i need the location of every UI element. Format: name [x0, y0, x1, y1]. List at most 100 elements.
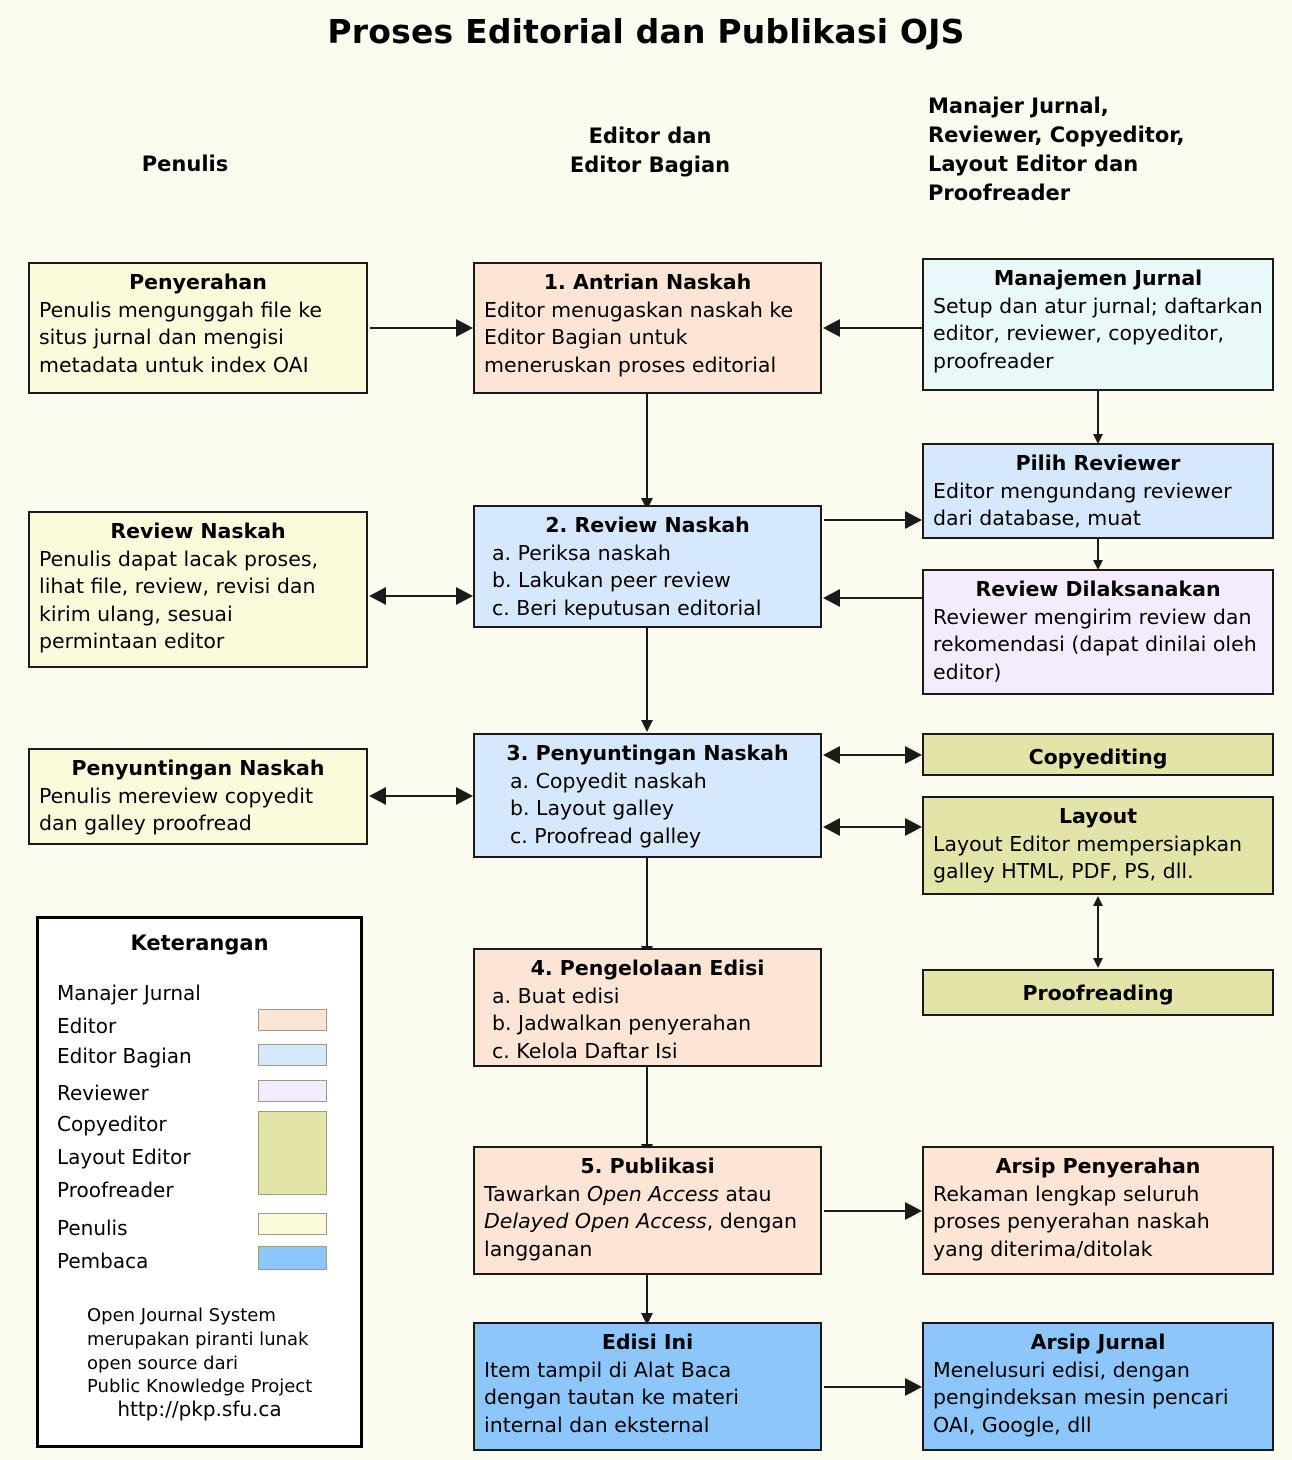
- box-publikasi-body: Tawarkan Open Access atau Delayed Open A…: [484, 1181, 811, 1264]
- arrowhead-left: [369, 587, 386, 605]
- publikasi-body-post: , dengan langganan: [484, 1209, 797, 1261]
- arrow-review-dilaksanakan-to-review: [840, 597, 922, 599]
- arrow-manajemen-to-pilih-reviewer: [1097, 391, 1099, 437]
- arrow-penyuntingan-penulis-bidirectional: [386, 795, 458, 797]
- arrowhead-right: [905, 1378, 922, 1396]
- box-review-naskah-item-c: c. Beri keputusan editorial: [492, 595, 762, 620]
- arrowhead-right: [905, 746, 922, 764]
- box-copyediting[interactable]: Copyediting: [922, 733, 1274, 776]
- box-antrian-naskah[interactable]: 1. Antrian Naskah Editor menugaskan nask…: [473, 262, 822, 394]
- box-pengelolaan-edisi[interactable]: 4. Pengelolaan Edisi a. Buat edisi b. Ja…: [473, 948, 822, 1067]
- legend-row-reviewer: Reviewer: [57, 1081, 149, 1105]
- legend-row-manajer-jurnal: Manajer Jurnal: [57, 981, 201, 1005]
- box-review-naskah-item-a: a. Periksa naskah: [492, 540, 671, 565]
- legend-row-pembaca: Pembaca: [57, 1249, 149, 1273]
- box-copyediting-title: Copyediting: [1028, 745, 1168, 769]
- box-proofreading-title: Proofreading: [1022, 981, 1174, 1005]
- arrow-review-penulis-bidirectional: [386, 595, 458, 597]
- box-antrian-naskah-body: Editor menugaskan naskah ke Editor Bagia…: [484, 297, 794, 377]
- arrow-publikasi-to-edisi-ini: [646, 1275, 648, 1317]
- box-review-naskah-title: 2. Review Naskah: [545, 513, 750, 537]
- arrowhead-down: [1093, 560, 1103, 570]
- arrow-publikasi-to-arsip-penyerahan: [824, 1210, 906, 1212]
- box-review-dilaksanakan[interactable]: Review Dilaksanakan Reviewer mengirim re…: [922, 569, 1274, 695]
- box-review-naskah-penulis-body: Penulis dapat lacak proses, lihat file, …: [39, 546, 319, 654]
- box-edisi-ini-body: Item tampil di Alat Baca dengan tautan k…: [484, 1357, 739, 1437]
- column-header-manajer: Manajer Jurnal, Reviewer, Copyeditor, La…: [928, 92, 1288, 208]
- box-review-naskah[interactable]: 2. Review Naskah a. Periksa naskah b. La…: [473, 505, 822, 628]
- arrowhead-right: [905, 1202, 922, 1220]
- box-pilih-reviewer[interactable]: Pilih Reviewer Editor mengundang reviewe…: [922, 443, 1274, 539]
- box-edisi-ini[interactable]: Edisi Ini Item tampil di Alat Baca denga…: [473, 1322, 822, 1451]
- column-header-manajer-line4: Proofreader: [928, 180, 1071, 205]
- arrowhead-down: [641, 720, 653, 732]
- box-arsip-penyerahan-body: Rekaman lengkap seluruh proses penyeraha…: [933, 1181, 1210, 1261]
- arrowhead-left: [369, 787, 386, 805]
- legend-note-line1: Open Journal System: [87, 1305, 276, 1326]
- box-review-naskah-penulis-title: Review Naskah: [110, 519, 286, 543]
- box-manajemen-jurnal[interactable]: Manajemen Jurnal Setup dan atur jurnal; …: [922, 258, 1274, 391]
- box-penyuntingan-penulis-body: Penulis mereview copyedit dan galley pro…: [39, 783, 314, 836]
- box-penyerahan-body: Penulis mengunggah file ke situs jurnal …: [39, 297, 322, 377]
- arrow-penyuntingan-copyediting-bidirectional: [840, 754, 906, 756]
- box-layout-body: Layout Editor mempersiapkan galley HTML,…: [933, 831, 1243, 884]
- box-penyuntingan-naskah[interactable]: 3. Penyuntingan Naskah a. Copyedit naska…: [473, 733, 822, 858]
- legend-swatch-editor-bagian: [258, 1044, 327, 1066]
- box-edisi-ini-title: Edisi Ini: [601, 1330, 694, 1354]
- arrowhead-up: [1093, 896, 1103, 906]
- box-pilih-reviewer-body: Editor mengundang reviewer dari database…: [933, 478, 1232, 531]
- legend-row-proofreader: Proofreader: [57, 1178, 174, 1202]
- legend-swatch-editor: [258, 1009, 327, 1031]
- legend-url: http://pkp.sfu.ca: [117, 1397, 282, 1421]
- publikasi-body-pre: Tawarkan: [484, 1181, 588, 1206]
- box-penyuntingan-naskah-item-b: b. Layout galley: [510, 796, 674, 821]
- arrowhead-right: [905, 818, 922, 836]
- arrow-antrian-to-review: [646, 394, 648, 500]
- legend-swatch-penulis: [258, 1213, 327, 1235]
- box-penyuntingan-naskah-title: 3. Penyuntingan Naskah: [506, 741, 789, 765]
- legend-title: Keterangan: [130, 931, 269, 955]
- box-manajemen-jurnal-title: Manajemen Jurnal: [993, 266, 1203, 290]
- legend-row-layout-editor: Layout Editor: [57, 1145, 191, 1169]
- column-header-manajer-line2: Reviewer, Copyeditor,: [928, 122, 1185, 147]
- legend-swatch-produksi: [258, 1111, 327, 1195]
- box-pengelolaan-edisi-title: 4. Pengelolaan Edisi: [530, 956, 765, 980]
- legend-row-editor: Editor: [57, 1014, 117, 1038]
- legend-note-line3: open source dari: [87, 1352, 238, 1374]
- legend-swatch-reviewer: [258, 1080, 327, 1102]
- column-header-editor: Editor dan Editor Bagian: [510, 122, 790, 180]
- box-proofreading[interactable]: Proofreading: [922, 969, 1274, 1016]
- box-review-naskah-penulis[interactable]: Review Naskah Penulis dapat lacak proses…: [28, 511, 368, 668]
- box-manajemen-jurnal-body: Setup dan atur jurnal; daftarkan editor,…: [933, 293, 1263, 373]
- box-arsip-jurnal-body: Menelusuri edisi, dengan pengindeksan me…: [933, 1357, 1229, 1437]
- arrowhead-right: [456, 319, 473, 337]
- box-arsip-jurnal[interactable]: Arsip Jurnal Menelusuri edisi, dengan pe…: [922, 1322, 1274, 1451]
- box-arsip-jurnal-title: Arsip Jurnal: [1030, 1330, 1166, 1354]
- arrow-review-to-penyuntingan: [646, 628, 648, 722]
- box-arsip-penyerahan[interactable]: Arsip Penyerahan Rekaman lengkap seluruh…: [922, 1146, 1274, 1275]
- arrowhead-left: [823, 319, 840, 337]
- arrowhead-left: [823, 746, 840, 764]
- box-penyerahan[interactable]: Penyerahan Penulis mengunggah file ke si…: [28, 262, 368, 394]
- box-layout[interactable]: Layout Layout Editor mempersiapkan galle…: [922, 796, 1274, 895]
- arrowhead-right: [905, 511, 922, 529]
- arrow-layout-proofreading-bidirectional: [1097, 898, 1099, 966]
- box-layout-title: Layout: [1058, 804, 1138, 828]
- box-review-dilaksanakan-title: Review Dilaksanakan: [975, 577, 1221, 601]
- box-penyuntingan-naskah-item-c: c. Proofread galley: [510, 823, 701, 848]
- legend-note-line2: merupakan piranti lunak: [87, 1328, 309, 1350]
- box-arsip-penyerahan-title: Arsip Penyerahan: [995, 1154, 1201, 1178]
- arrow-penyuntingan-to-pengelolaan: [646, 858, 648, 950]
- legend-swatch-pembaca: [258, 1246, 327, 1270]
- arrowhead-right: [456, 587, 473, 605]
- column-header-manajer-line1: Manajer Jurnal,: [928, 94, 1109, 118]
- box-penyuntingan-penulis[interactable]: Penyuntingan Naskah Penulis mereview cop…: [28, 748, 368, 845]
- publikasi-delayed-open-access: Delayed Open Access: [484, 1209, 707, 1234]
- box-publikasi[interactable]: 5. Publikasi Tawarkan Open Access atau D…: [473, 1146, 822, 1275]
- arrowhead-down: [1093, 434, 1103, 444]
- legend-note-line4: Public Knowledge Project: [87, 1376, 313, 1398]
- box-penyuntingan-penulis-title: Penyuntingan Naskah: [71, 756, 325, 780]
- arrow-pilih-reviewer-to-review-dilaksanakan: [1097, 539, 1099, 563]
- arrowhead-left: [823, 589, 840, 607]
- column-header-editor-line2: Editor Bagian: [569, 152, 731, 177]
